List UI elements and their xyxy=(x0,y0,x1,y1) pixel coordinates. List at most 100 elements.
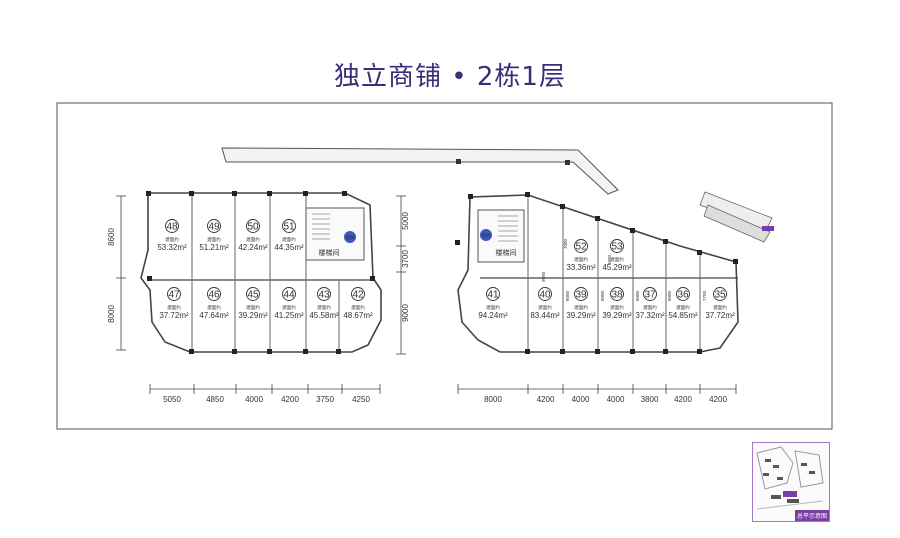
unit-area-label: 建面约 xyxy=(610,256,624,263)
dimension-label: 5050 xyxy=(163,395,181,404)
unit-area-label: 建面约 xyxy=(538,304,552,311)
unit-number-badge xyxy=(282,287,296,301)
inner-dimension-label: 9000 xyxy=(541,271,546,282)
unit-number: 35 xyxy=(714,290,726,301)
unit-area-label: 建面约 xyxy=(317,304,331,311)
unit-number-badge xyxy=(574,239,588,253)
inner-dimension-label: 8000 xyxy=(600,290,605,301)
unit-area: 33.36m² xyxy=(566,263,596,272)
unit-number: 47 xyxy=(168,290,180,301)
unit-number: 53 xyxy=(611,242,623,253)
dimension-label: 4200 xyxy=(281,395,299,404)
unit-area: 47.64m² xyxy=(199,311,229,320)
unit-number: 52 xyxy=(575,242,587,253)
dimension-label: 4200 xyxy=(537,395,555,404)
unit-area: 44.35m² xyxy=(274,243,304,252)
inner-dimension-label: 7700 xyxy=(702,290,707,301)
column-markers xyxy=(455,192,738,354)
unit-number: 41 xyxy=(487,290,499,301)
dimension-label: 4250 xyxy=(352,395,370,404)
dimension-label: 4850 xyxy=(206,395,224,404)
ramp-sketch xyxy=(699,191,774,243)
inner-dimension-label: 8000 xyxy=(667,290,672,301)
unit-number: 38 xyxy=(611,290,623,301)
unit-area: 45.29m² xyxy=(602,263,632,272)
unit-area-label: 建面约 xyxy=(351,304,365,311)
unit-area-label: 建面约 xyxy=(246,236,260,243)
inner-dimension-label: 7000 xyxy=(563,238,568,249)
unit-number-badge xyxy=(246,287,260,301)
unit-area-label: 建面约 xyxy=(676,304,690,311)
elevator-label: 电梯 xyxy=(482,232,491,239)
unit-area-label: 建面约 xyxy=(610,304,624,311)
dimension-label: 3750 xyxy=(316,395,334,404)
unit-area-label: 建面约 xyxy=(207,304,221,311)
unit-area: 37.72m² xyxy=(159,311,189,320)
unit-number: 46 xyxy=(208,290,220,301)
column-marker xyxy=(456,159,461,164)
unit-number: 43 xyxy=(318,290,330,301)
unit-number: 50 xyxy=(247,222,259,233)
unit-number: 45 xyxy=(247,290,259,301)
left-building: 电梯 楼梯间 xyxy=(140,191,382,354)
unit-area: 54.85m² xyxy=(668,311,698,320)
right-building: 电梯 楼梯间 xyxy=(455,192,739,354)
unit-number-badge xyxy=(282,219,296,233)
unit-area: 48.67m² xyxy=(343,311,373,320)
column-marker xyxy=(565,160,570,165)
unit-area: 83.44m² xyxy=(530,311,560,320)
elevator-icon xyxy=(480,229,492,241)
unit-number-badge xyxy=(643,287,657,301)
dimension-label: 4200 xyxy=(709,395,727,404)
stair-label: 楼梯间 xyxy=(319,248,340,257)
unit-number-badge xyxy=(538,287,552,301)
unit-area: 39.29m² xyxy=(602,311,632,320)
unit-number: 51 xyxy=(283,222,295,233)
unit-number-badge xyxy=(246,219,260,233)
unit-area-label: 建面约 xyxy=(207,236,221,243)
unit-number-badge xyxy=(574,287,588,301)
unit-number-badge xyxy=(207,219,221,233)
unit-area: 39.29m² xyxy=(238,311,268,320)
unit-number-badge xyxy=(610,239,624,253)
dimension-label: 4000 xyxy=(572,395,590,404)
column-markers xyxy=(146,191,375,354)
unit-number: 40 xyxy=(539,290,551,301)
unit-number-badge xyxy=(713,287,727,301)
plan-frame xyxy=(56,102,833,430)
unit-number: 36 xyxy=(677,290,689,301)
dimension-label: 4000 xyxy=(607,395,625,404)
dimension-label: 5000 xyxy=(401,212,410,230)
unit-area: 42.24m² xyxy=(238,243,268,252)
unit-area-label: 建面约 xyxy=(486,304,500,311)
unit-number-badge xyxy=(486,287,500,301)
unit-number: 39 xyxy=(575,290,587,301)
unit-number: 49 xyxy=(208,222,220,233)
dimension-label: 9000 xyxy=(401,304,410,322)
left-units: 48建面约53.32m²49建面约51.21m²50建面约42.24m²51建面… xyxy=(157,219,373,320)
unit-area-label: 建面约 xyxy=(574,256,588,263)
unit-area-label: 建面约 xyxy=(282,304,296,311)
unit-area: 51.21m² xyxy=(199,243,229,252)
unit-area-label: 建面约 xyxy=(574,304,588,311)
site-minimap: 总平示意图 xyxy=(752,442,830,522)
elevator-label: 电梯 xyxy=(346,234,355,241)
unit-area: 37.32m² xyxy=(635,311,665,320)
unit-area-label: 建面约 xyxy=(643,304,657,311)
unit-area: 45.58m² xyxy=(309,311,339,320)
unit-number-badge xyxy=(351,287,365,301)
